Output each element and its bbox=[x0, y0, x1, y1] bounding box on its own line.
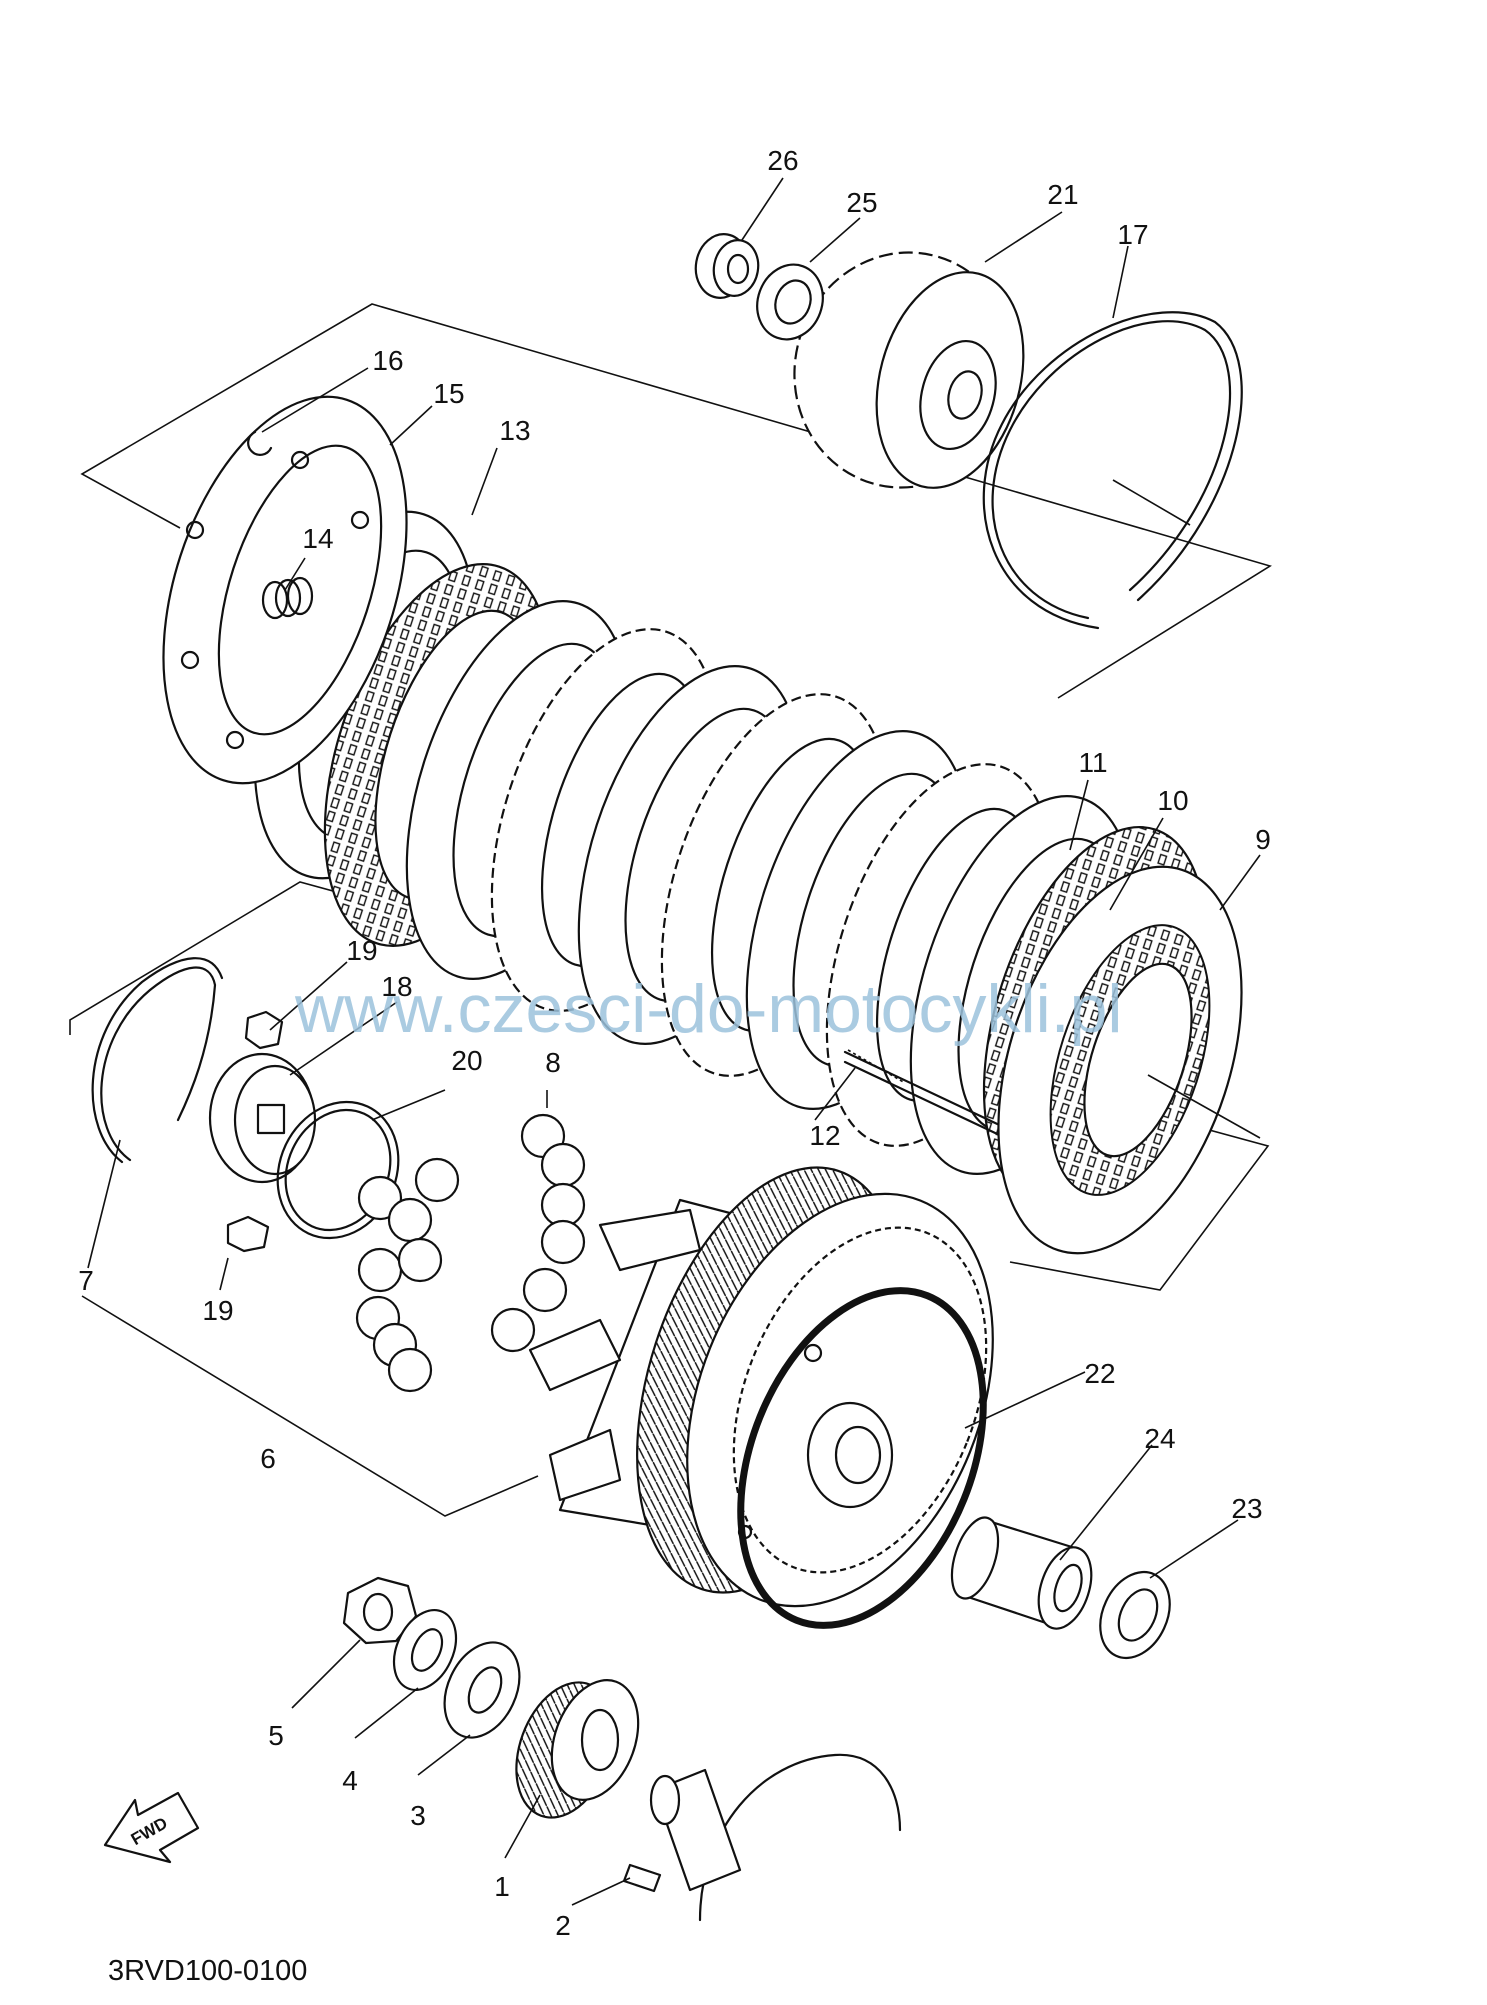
callout-13: 13 bbox=[499, 415, 530, 446]
clutch-housing-6 bbox=[528, 1166, 994, 1608]
spacer-24 bbox=[950, 1516, 1093, 1630]
leader-lines bbox=[87, 177, 1261, 1906]
washer-25 bbox=[756, 263, 824, 341]
washer-3 bbox=[443, 1641, 521, 1739]
callout-25: 25 bbox=[846, 187, 877, 218]
crankshaft bbox=[649, 1753, 902, 1922]
callout-8: 8 bbox=[545, 1047, 561, 1078]
watermark: www.czesci-do-motocykli.pl bbox=[294, 971, 1123, 1047]
o-ring-22 bbox=[737, 1287, 987, 1629]
lower-assembly-frame bbox=[81, 1295, 539, 1517]
callout-22: 22 bbox=[1084, 1358, 1115, 1389]
callout-2: 2 bbox=[555, 1910, 571, 1941]
nut-5 bbox=[342, 1576, 418, 1645]
callout-14: 14 bbox=[302, 523, 333, 554]
callout-15: 15 bbox=[433, 378, 464, 409]
ball-cam-18 bbox=[208, 1052, 317, 1184]
callout-5: 5 bbox=[268, 1720, 284, 1751]
callout-12: 12 bbox=[809, 1120, 840, 1151]
callout-16: 16 bbox=[372, 345, 403, 376]
forward-arrow-icon: FWD bbox=[103, 1791, 200, 1864]
callout-6: 6 bbox=[260, 1443, 276, 1474]
callout-19-lower: 19 bbox=[202, 1295, 233, 1326]
lock-nut-26 bbox=[694, 233, 760, 299]
callout-18: 18 bbox=[381, 971, 412, 1002]
callout-26: 26 bbox=[767, 145, 798, 176]
pressure-plate-9 bbox=[997, 865, 1243, 1255]
woodruff-key-2 bbox=[622, 1863, 662, 1893]
wire-circlip-7 bbox=[91, 957, 224, 1164]
upper-assembly-frame bbox=[80, 303, 1272, 699]
clutch-spring-14 bbox=[261, 576, 314, 620]
callout-4: 4 bbox=[342, 1765, 358, 1796]
callout-20: 20 bbox=[451, 1045, 482, 1076]
push-rod-12 bbox=[843, 1049, 1012, 1142]
wire-circlip-17 bbox=[982, 311, 1243, 630]
callout-10: 10 bbox=[1157, 785, 1188, 816]
circlip-16 bbox=[247, 430, 273, 456]
callout-23: 23 bbox=[1231, 1493, 1262, 1524]
callout-19-upper: 19 bbox=[346, 935, 377, 966]
washer-4 bbox=[392, 1609, 458, 1691]
callout-3: 3 bbox=[410, 1800, 426, 1831]
callout-7: 7 bbox=[78, 1265, 94, 1296]
callout-1: 1 bbox=[494, 1871, 510, 1902]
diagram-code: 3RVD100-0100 bbox=[108, 1955, 307, 1987]
clutch-boss-21 bbox=[793, 251, 1025, 489]
primary-drive-gear-1 bbox=[515, 1679, 640, 1819]
balls-8 bbox=[355, 1113, 586, 1393]
callout-21: 21 bbox=[1047, 179, 1078, 210]
callout-17: 17 bbox=[1117, 219, 1148, 250]
callout-24: 24 bbox=[1144, 1423, 1175, 1454]
key-19-lower bbox=[226, 1215, 270, 1253]
callout-11: 11 bbox=[1078, 747, 1107, 778]
thrust-washer-23 bbox=[1099, 1570, 1171, 1660]
callout-9: 9 bbox=[1255, 824, 1271, 855]
callout-labels: 26 25 21 17 16 15 13 14 11 10 9 12 19 18… bbox=[78, 145, 1271, 1941]
key-19-upper bbox=[244, 1010, 284, 1050]
